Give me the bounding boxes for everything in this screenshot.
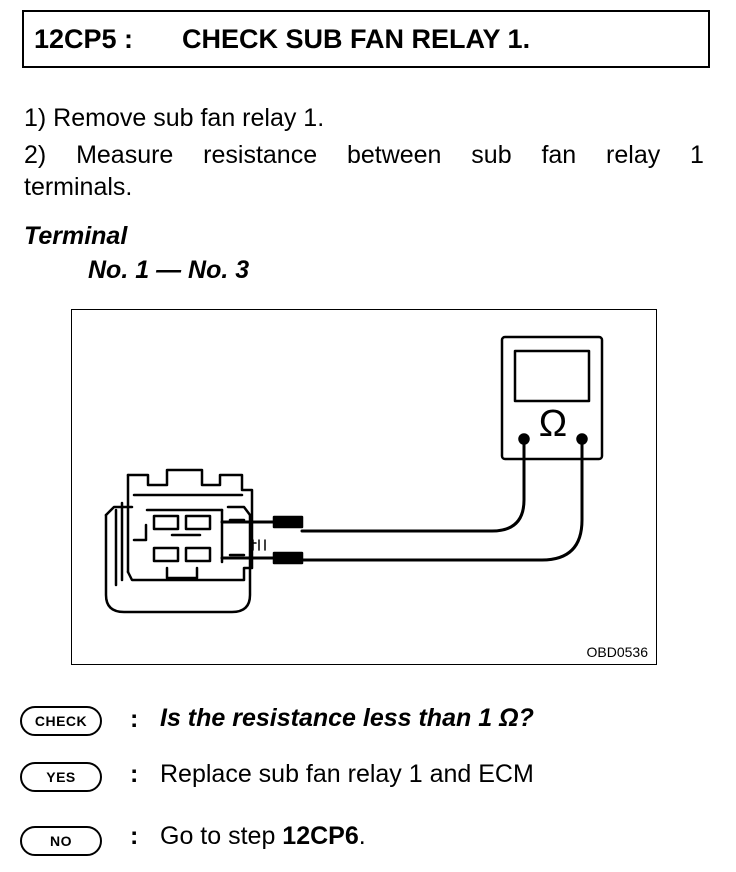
probe-lead-1 [300, 437, 526, 533]
instruction-2-word: 1 [690, 141, 704, 169]
relay-terminal-3 [152, 546, 180, 563]
ohm-symbol: Ω [539, 403, 567, 445]
no-badge: NO [20, 826, 102, 856]
figure-code: OBD0536 [586, 644, 648, 660]
probe-handle-2 [272, 551, 304, 565]
instruction-2-word: relay [606, 141, 661, 169]
relay-case [104, 513, 252, 614]
instruction-2-continued: terminals. [24, 173, 133, 201]
relay-terminal-2 [184, 514, 212, 531]
terminal-heading: Terminal [24, 222, 128, 250]
instruction-1: 1) Remove sub fan relay 1. [24, 104, 325, 132]
multimeter-display [513, 349, 591, 403]
instruction-2-word: between [346, 141, 442, 169]
instruction-2-word: 2) [24, 141, 47, 169]
step-id: 12CP5 : [34, 24, 134, 54]
step-title: CHECK SUB FAN RELAY 1. [182, 24, 531, 54]
instruction-2-word: Measure [76, 141, 174, 169]
no-action: Go to step 12CP6. [160, 822, 366, 851]
no-colon: : [130, 822, 139, 850]
yes-badge: YES [20, 762, 102, 792]
yes-colon: : [130, 760, 139, 788]
relay-terminal-1 [152, 514, 180, 531]
no-action-step: 12CP6 [282, 822, 359, 850]
multimeter-body [500, 335, 604, 461]
terminal-value: No. 1 — No. 3 [88, 256, 250, 284]
yes-action: Replace sub fan relay 1 and ECM [160, 760, 534, 788]
check-colon: : [130, 705, 139, 733]
check-question: Is the resistance less than 1 Ω? [160, 704, 534, 732]
instruction-2: 2) Measure resistance between sub fan re… [24, 141, 704, 175]
test-probes [220, 437, 584, 565]
probe-lead-2 [300, 437, 584, 562]
check-badge: CHECK [20, 706, 102, 736]
diagram-drawing: Ω [104, 335, 604, 614]
instruction-2-word: resistance [203, 141, 318, 169]
relay-measurement-diagram: Ω OBD0536 [71, 309, 657, 665]
no-action-prefix: Go to step [160, 822, 283, 850]
step-header: 12CP5 : CHECK SUB FAN RELAY 1. [22, 10, 710, 68]
probe-handle-1 [272, 515, 304, 529]
no-action-suffix: . [358, 822, 366, 850]
instruction-2-word: sub [471, 141, 512, 169]
relay-terminal-4 [184, 546, 212, 563]
instruction-2-word: fan [541, 141, 577, 169]
relay-illustration [104, 468, 266, 614]
